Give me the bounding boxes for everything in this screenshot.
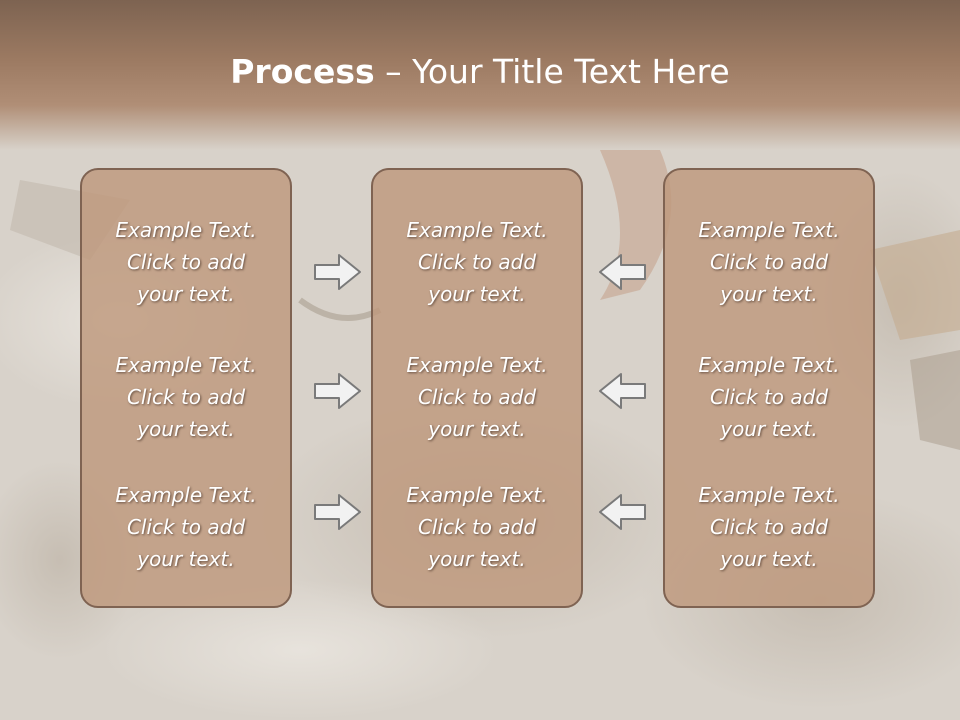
process-panel-3[interactable]: Example Text. Click to add your text. Ex… xyxy=(663,168,875,608)
panel-3-text-2[interactable]: Example Text. Click to add your text. xyxy=(665,349,873,445)
panel-1-text-1[interactable]: Example Text. Click to add your text. xyxy=(82,214,290,310)
text-line: Click to add xyxy=(126,250,246,274)
text-line: Example Text. xyxy=(406,483,548,507)
process-panel-2[interactable]: Example Text. Click to add your text. Ex… xyxy=(371,168,583,608)
text-line: Click to add xyxy=(417,250,537,274)
panel-1-text-3[interactable]: Example Text. Click to add your text. xyxy=(82,479,290,575)
text-line: Click to add xyxy=(417,515,537,539)
text-line: Click to add xyxy=(709,250,829,274)
panel-1-text-2[interactable]: Example Text. Click to add your text. xyxy=(82,349,290,445)
text-line: Click to add xyxy=(126,515,246,539)
text-line: Example Text. xyxy=(698,483,840,507)
text-line: Example Text. xyxy=(115,353,257,377)
text-line: Example Text. xyxy=(115,218,257,242)
text-line: your text. xyxy=(720,417,818,441)
text-line: your text. xyxy=(137,282,235,306)
text-line: Example Text. xyxy=(698,353,840,377)
arrow-right-icon xyxy=(314,494,361,530)
arrow-right-icon xyxy=(314,254,361,290)
title-bold: Process xyxy=(230,52,375,91)
panel-3-text-1[interactable]: Example Text. Click to add your text. xyxy=(665,214,873,310)
text-line: Click to add xyxy=(709,515,829,539)
text-line: your text. xyxy=(720,282,818,306)
text-line: Click to add xyxy=(417,385,537,409)
text-line: your text. xyxy=(428,417,526,441)
text-line: your text. xyxy=(428,282,526,306)
text-line: your text. xyxy=(137,417,235,441)
arrow-right-icon xyxy=(314,373,361,409)
arrow-left-icon xyxy=(599,254,646,290)
text-line: Click to add xyxy=(709,385,829,409)
slide-title[interactable]: Process – Your Title Text Here xyxy=(0,52,960,91)
title-rest: – Your Title Text Here xyxy=(374,52,730,91)
text-line: your text. xyxy=(720,547,818,571)
text-line: Example Text. xyxy=(115,483,257,507)
text-line: Example Text. xyxy=(698,218,840,242)
text-line: Example Text. xyxy=(406,218,548,242)
text-line: your text. xyxy=(428,547,526,571)
text-line: Example Text. xyxy=(406,353,548,377)
arrow-left-icon xyxy=(599,373,646,409)
arrow-left-icon xyxy=(599,494,646,530)
panel-3-text-3[interactable]: Example Text. Click to add your text. xyxy=(665,479,873,575)
panel-2-text-2[interactable]: Example Text. Click to add your text. xyxy=(373,349,581,445)
panel-2-text-1[interactable]: Example Text. Click to add your text. xyxy=(373,214,581,310)
text-line: your text. xyxy=(137,547,235,571)
title-band xyxy=(0,0,960,150)
text-line: Click to add xyxy=(126,385,246,409)
panel-2-text-3[interactable]: Example Text. Click to add your text. xyxy=(373,479,581,575)
process-panel-1[interactable]: Example Text. Click to add your text. Ex… xyxy=(80,168,292,608)
